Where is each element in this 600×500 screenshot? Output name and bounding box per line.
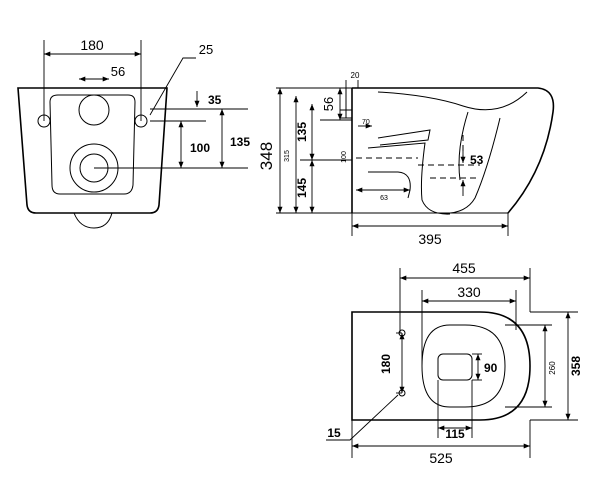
dim-56: 56 xyxy=(321,97,336,111)
dim-525: 525 xyxy=(429,450,453,466)
dim-348: 348 xyxy=(257,142,276,170)
dim-330: 330 xyxy=(457,284,481,300)
dim-top-180: 180 xyxy=(379,354,393,374)
dim-hole-dia: 25 xyxy=(199,42,213,57)
dim-15: 15 xyxy=(327,426,341,440)
top-seat-outline xyxy=(421,324,506,408)
dim-90: 90 xyxy=(484,361,498,375)
dim-63: 63 xyxy=(380,195,388,202)
side-trap xyxy=(367,142,451,215)
side-body-outline xyxy=(352,87,555,214)
dim-145: 145 xyxy=(295,178,309,198)
dim-hole-spacing: 180 xyxy=(80,37,104,53)
front-top-hole xyxy=(78,94,110,126)
dim-side-100: 100 xyxy=(341,151,348,163)
front-inner-outline xyxy=(49,94,136,195)
side-view: 20 348 315 145 135 56 70 100 63 53 xyxy=(257,71,555,247)
top-outlet xyxy=(437,353,473,381)
side-rim-curve xyxy=(377,91,528,111)
dim-side-135: 135 xyxy=(295,122,309,142)
dim-315: 315 xyxy=(284,150,291,162)
dim-395: 395 xyxy=(418,231,442,247)
front-view: 180 56 25 35 100 135 xyxy=(17,37,250,229)
dim-70: 70 xyxy=(362,119,370,126)
top-body-outline xyxy=(351,311,531,421)
front-bottom-bulge xyxy=(73,212,113,229)
side-bowl-curve-2 xyxy=(458,111,469,181)
side-bowl-curve xyxy=(439,117,501,214)
dim-53: 53 xyxy=(470,153,484,167)
dim-115: 115 xyxy=(445,427,465,441)
dim-135: 135 xyxy=(230,135,250,149)
dim-100: 100 xyxy=(190,141,210,155)
dim-gap-35: 35 xyxy=(208,93,222,107)
dim-20: 20 xyxy=(351,71,360,80)
dim-top-hole-dia: 56 xyxy=(111,64,125,79)
dim-455: 455 xyxy=(452,260,476,276)
dim-260: 260 xyxy=(548,361,557,375)
top-view: 455 330 180 90 260 358 115 15 xyxy=(326,260,583,466)
leader-25 xyxy=(149,57,196,116)
side-inlet xyxy=(377,129,431,146)
leader-15 xyxy=(326,394,399,441)
front-body-outline xyxy=(17,87,168,214)
side-trap-inner xyxy=(368,171,411,199)
dim-358: 358 xyxy=(569,356,583,376)
